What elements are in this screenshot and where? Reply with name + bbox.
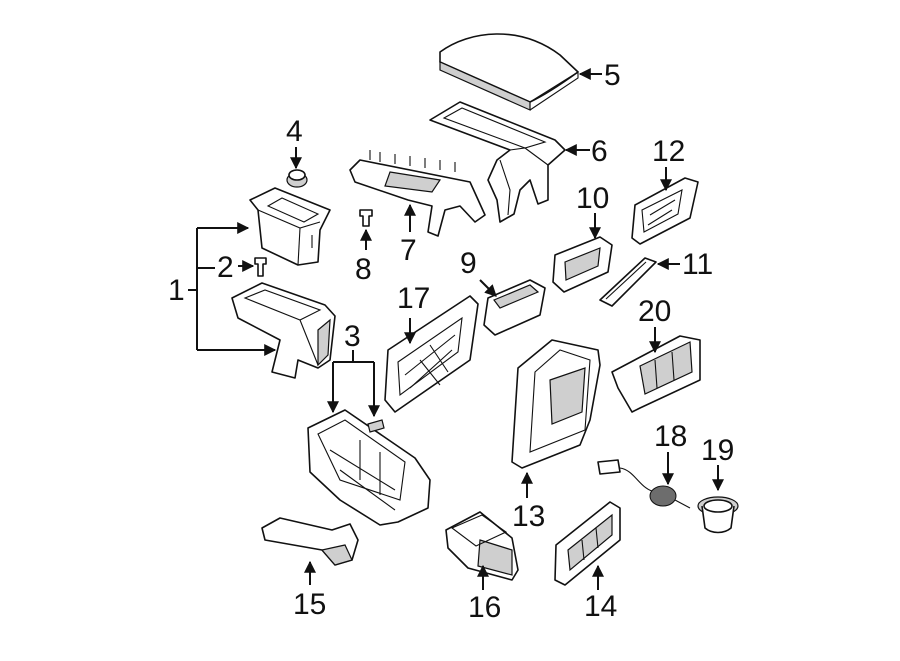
callout-11-label: 11 xyxy=(682,248,713,281)
part-19-cup-ring xyxy=(697,496,739,534)
callout-15: 15 xyxy=(293,560,326,621)
callout-11: 11 xyxy=(656,248,713,281)
callout-17-label: 17 xyxy=(397,282,430,315)
part-13-rear-panel xyxy=(511,339,601,469)
callout-16-label: 16 xyxy=(468,591,501,624)
part-10-panel xyxy=(552,236,613,293)
part-12-bracket xyxy=(631,177,699,245)
callout-16: 16 xyxy=(468,564,501,624)
callout-12: 12 xyxy=(652,135,685,192)
callout-6-label: 6 xyxy=(591,135,608,168)
callout-13-label: 13 xyxy=(512,500,545,533)
callout-10: 10 xyxy=(576,182,609,240)
callout-8-label: 8 xyxy=(355,253,372,286)
part-16-shifter xyxy=(445,511,519,581)
callout-5: 5 xyxy=(578,59,621,92)
part-18-socket xyxy=(597,459,691,509)
callout-7-label: 7 xyxy=(400,234,417,267)
callout-17: 17 xyxy=(397,282,430,345)
part-4-cap xyxy=(286,169,308,188)
callout-18: 18 xyxy=(654,420,687,486)
part-3-base-housing xyxy=(307,409,431,526)
callout-4: 4 xyxy=(286,115,303,170)
callout-19: 19 xyxy=(701,434,734,492)
callout-2: 2 xyxy=(217,251,255,284)
part-1-storage-bin xyxy=(249,187,331,266)
callout-3-label: 3 xyxy=(344,320,361,353)
callout-14-label: 14 xyxy=(584,590,617,623)
callout-4-label: 4 xyxy=(286,115,303,148)
callout-9: 9 xyxy=(460,247,497,297)
part-14-switch-panel xyxy=(554,501,621,586)
part-5-armrest-lid xyxy=(439,33,579,111)
callout-12-label: 12 xyxy=(652,135,685,168)
callout-3: 3 xyxy=(327,320,380,418)
callout-20: 20 xyxy=(638,295,671,354)
part-17-side-panel xyxy=(384,295,479,413)
callout-20-label: 20 xyxy=(638,295,671,328)
callout-10-label: 10 xyxy=(576,182,609,215)
part-20-vent xyxy=(611,335,701,413)
callout-13: 13 xyxy=(512,471,545,533)
callout-14: 14 xyxy=(584,564,617,623)
part-7-bracket xyxy=(349,150,486,237)
callout-2-label: 2 xyxy=(217,251,234,284)
callout-5-label: 5 xyxy=(604,59,621,92)
part-6-lid-frame xyxy=(429,101,566,223)
callout-8: 8 xyxy=(355,228,372,286)
callout-1: 1 xyxy=(168,222,277,356)
callout-1-label: 1 xyxy=(168,274,185,307)
callout-7: 7 xyxy=(400,203,417,267)
part-15-duct xyxy=(261,517,359,566)
part-1-lower-tray xyxy=(231,282,336,379)
part-11-trim-plate xyxy=(599,257,657,307)
part-8-clip xyxy=(359,209,373,227)
callout-18-label: 18 xyxy=(654,420,687,453)
callout-9-label: 9 xyxy=(460,247,477,280)
part-9-bezel xyxy=(483,279,546,336)
callout-19-label: 19 xyxy=(701,434,734,467)
callout-15-label: 15 xyxy=(293,588,326,621)
part-2-fastener xyxy=(254,257,267,277)
callout-6: 6 xyxy=(564,135,608,168)
